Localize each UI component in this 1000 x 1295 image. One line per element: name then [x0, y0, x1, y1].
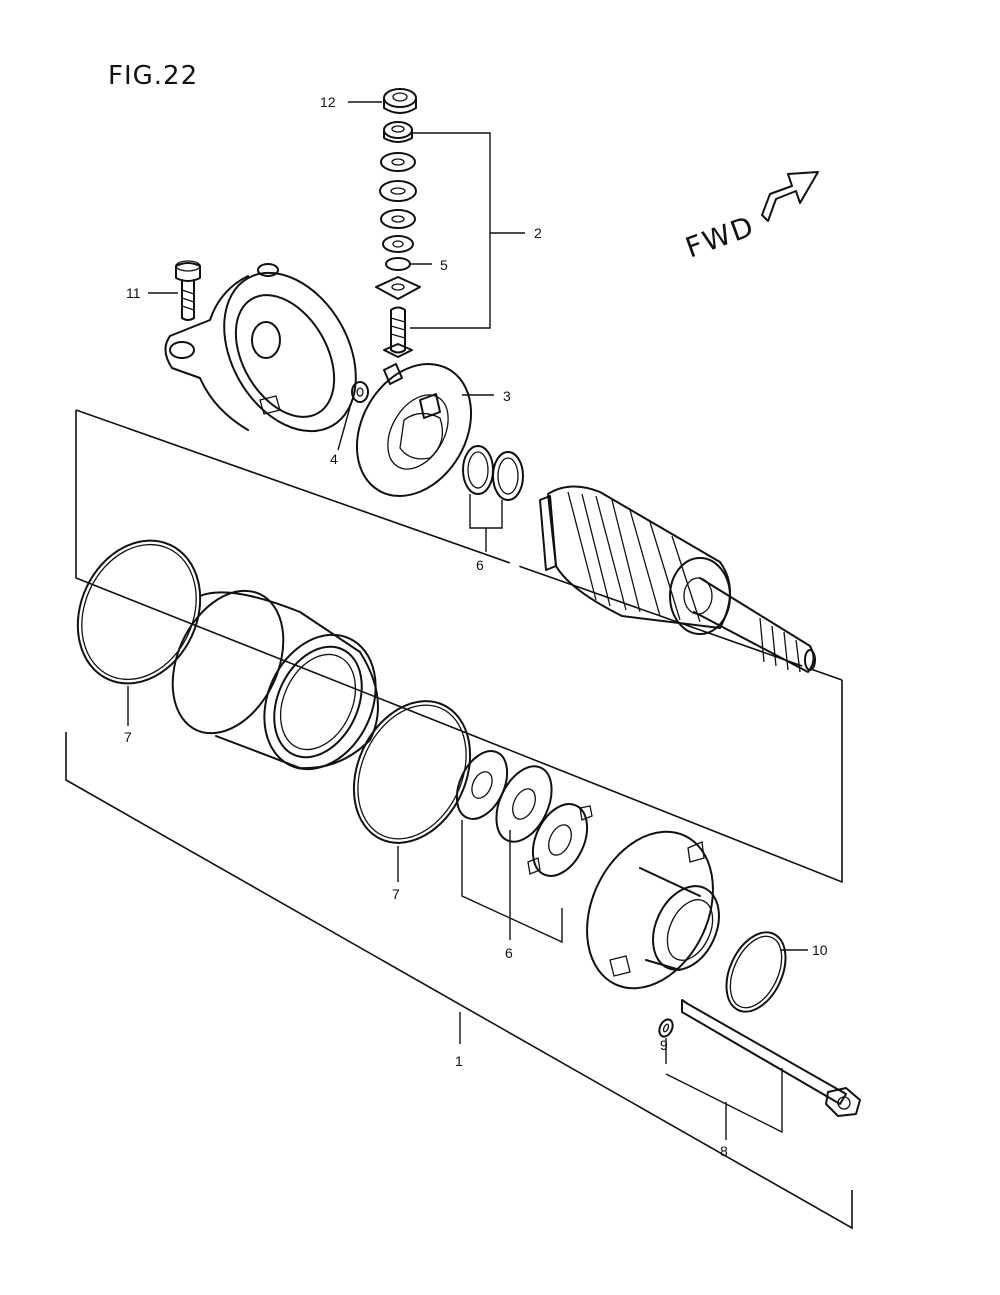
- forward-direction-indicator: FWD: [681, 171, 819, 265]
- part-11-bolt: [175, 260, 201, 321]
- callout-8: 8: [720, 1143, 728, 1159]
- callout-5: 5: [440, 257, 448, 273]
- callout-6-upper: 6: [476, 557, 484, 573]
- leader-lines: [127, 101, 808, 1140]
- callout-9: 9: [660, 1037, 668, 1053]
- part-6-upper-washers: [462, 445, 524, 501]
- rear-end-cap-housing: [164, 263, 357, 433]
- callout-7-right: 7: [392, 886, 400, 902]
- part-7-o-ring-left: [76, 539, 202, 685]
- callout-7-left: 7: [124, 729, 132, 745]
- motor-yoke-case: [171, 589, 379, 771]
- callout-11: 11: [126, 285, 141, 301]
- fwd-label: FWD: [681, 209, 759, 264]
- part-2-terminal-kit: [375, 121, 421, 358]
- figure-title: FIG.22: [108, 61, 198, 91]
- fwd-arrow-icon: [761, 171, 819, 222]
- callout-4: 4: [330, 451, 338, 467]
- part-12-nut: [383, 88, 417, 114]
- part-7-o-ring-right: [352, 700, 472, 844]
- callout-6-lower: 6: [505, 945, 513, 961]
- callout-labels: 12 2 5 11 3 4 6 7 7 6 10 9 1 8: [124, 94, 828, 1159]
- callout-3: 3: [503, 388, 511, 404]
- part-4-nut: [351, 381, 369, 403]
- callout-2: 2: [534, 225, 542, 241]
- callout-1: 1: [455, 1053, 463, 1069]
- part-3-brush-plate: [355, 363, 473, 497]
- callout-12: 12: [320, 94, 336, 110]
- part-8-through-bolt: [681, 999, 861, 1117]
- part-6-lower-washers: [455, 750, 593, 877]
- assembly-frame: [65, 409, 853, 1230]
- callout-10: 10: [812, 942, 828, 958]
- armature: [539, 485, 816, 673]
- front-housing: [586, 830, 720, 990]
- part-10-o-ring: [725, 931, 787, 1013]
- part-9-washer: [658, 1018, 674, 1038]
